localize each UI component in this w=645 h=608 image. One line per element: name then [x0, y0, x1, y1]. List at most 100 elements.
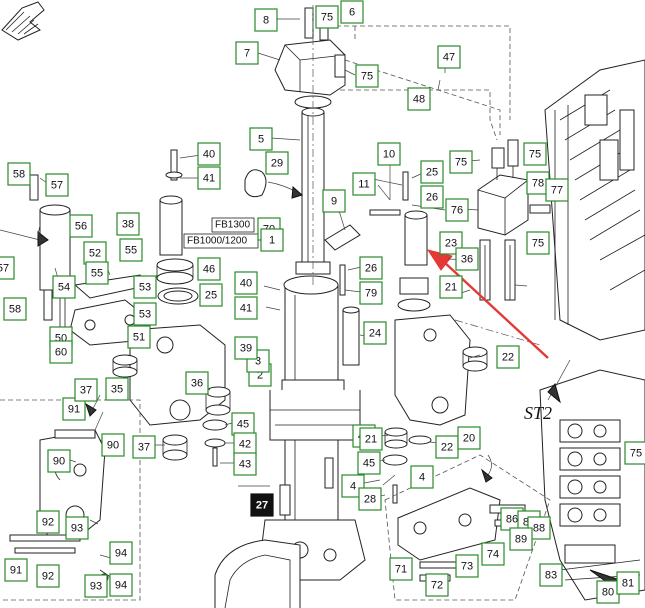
callout-73[interactable]: 73 — [455, 554, 479, 578]
callout-75[interactable]: 75 — [624, 441, 645, 465]
callout-91[interactable]: 91 — [62, 397, 86, 421]
callout-79[interactable]: 79 — [359, 281, 383, 305]
callout-75[interactable]: 75 — [526, 231, 550, 255]
callout-box — [359, 281, 383, 305]
callout-4[interactable]: 4 — [410, 465, 434, 489]
callout-76[interactable]: 76 — [445, 198, 469, 222]
callout-46[interactable]: 46 — [197, 257, 221, 281]
hydraulic-valve-block — [477, 139, 551, 301]
callout-box — [260, 228, 284, 252]
callout-48[interactable]: 48 — [407, 87, 431, 111]
callout-21[interactable]: 21 — [359, 427, 383, 451]
callout-51[interactable]: 51 — [127, 325, 151, 349]
callout-72[interactable]: 72 — [425, 573, 449, 597]
callout-90[interactable]: 90 — [101, 433, 125, 457]
callout-90[interactable]: 90 — [47, 449, 71, 473]
callout-1[interactable]: 1 — [260, 228, 284, 252]
callout-8[interactable]: 8 — [254, 8, 278, 32]
callout-number: 4 — [350, 481, 356, 493]
callout-53[interactable]: 53 — [133, 275, 157, 299]
callout-box — [36, 510, 60, 534]
callout-36[interactable]: 36 — [185, 371, 209, 395]
callout-5[interactable]: 5 — [249, 127, 273, 151]
callout-71[interactable]: 71 — [389, 557, 413, 581]
callout-74[interactable]: 74 — [481, 542, 505, 566]
callout-47[interactable]: 47 — [437, 45, 461, 69]
callout-92[interactable]: 92 — [36, 510, 60, 534]
callout-75[interactable]: 75 — [523, 142, 547, 166]
callout-10[interactable]: 10 — [377, 142, 401, 166]
svg-text:FB1300: FB1300 — [215, 220, 250, 231]
callout-57[interactable]: 57 — [45, 173, 69, 197]
callout-box — [185, 371, 209, 395]
callout-45[interactable]: 45 — [231, 412, 255, 436]
callout-57[interactable]: 57 — [0, 256, 15, 280]
callout-number: 40 — [203, 149, 215, 161]
callout-92[interactable]: 92 — [36, 564, 60, 588]
callout-91[interactable]: 91 — [4, 558, 28, 582]
callout-36[interactable]: 36 — [455, 247, 479, 271]
callout-29[interactable]: 29 — [265, 151, 289, 175]
callout-53[interactable]: 53 — [133, 302, 157, 326]
callout-number: 91 — [68, 404, 80, 416]
callout-55[interactable]: 55 — [119, 238, 143, 262]
callout-box — [197, 257, 221, 281]
callout-89[interactable]: 89 — [509, 527, 533, 551]
callout-77[interactable]: 77 — [545, 178, 569, 202]
callout-42[interactable]: 42 — [233, 432, 257, 456]
callout-24[interactable]: 24 — [363, 321, 387, 345]
callout-26[interactable]: 26 — [420, 185, 444, 209]
callout-20[interactable]: 20 — [457, 426, 481, 450]
callout-28[interactable]: 28 — [358, 487, 382, 511]
callout-41[interactable]: 41 — [234, 296, 258, 320]
callout-93[interactable]: 93 — [84, 574, 108, 598]
callout-box — [127, 325, 151, 349]
callout-number: 20 — [463, 433, 475, 445]
navigation-arrow-icon[interactable] — [1, 1, 45, 41]
callout-35[interactable]: 35 — [105, 377, 129, 401]
callout-40[interactable]: 40 — [234, 271, 258, 295]
callout-88[interactable]: 88 — [527, 516, 551, 540]
callout-40[interactable]: 40 — [197, 142, 221, 166]
callout-22[interactable]: 22 — [435, 435, 459, 459]
callout-52[interactable]: 52 — [83, 241, 107, 265]
callout-11[interactable]: 11 — [352, 172, 376, 196]
callout-box — [616, 571, 640, 595]
callout-83[interactable]: 83 — [539, 563, 563, 587]
callout-7[interactable]: 7 — [235, 41, 259, 65]
callout-60[interactable]: 60 — [49, 340, 73, 364]
callout-94[interactable]: 94 — [109, 573, 133, 597]
callout-25[interactable]: 25 — [199, 283, 223, 307]
callout-58[interactable]: 58 — [7, 162, 31, 186]
callout-75[interactable]: 75 — [355, 64, 379, 88]
callout-number: 22 — [441, 442, 453, 454]
callout-81[interactable]: 81 — [616, 571, 640, 595]
callout-21[interactable]: 21 — [439, 275, 463, 299]
callout-22[interactable]: 22 — [496, 345, 520, 369]
callout-56[interactable]: 56 — [69, 214, 93, 238]
callout-93[interactable]: 93 — [65, 516, 89, 540]
callout-41[interactable]: 41 — [197, 166, 221, 190]
base-wheel — [214, 539, 301, 608]
callout-box — [357, 451, 381, 475]
callout-75[interactable]: 75 — [315, 5, 339, 29]
callout-55[interactable]: 55 — [85, 261, 109, 285]
callout-94[interactable]: 94 — [109, 541, 133, 565]
callout-25[interactable]: 25 — [420, 160, 444, 184]
callout-75[interactable]: 75 — [449, 150, 473, 174]
callout-6[interactable]: 6 — [340, 0, 364, 24]
callout-number: 1 — [269, 235, 275, 247]
callout-45[interactable]: 45 — [357, 451, 381, 475]
callout-9[interactable]: 9 — [322, 189, 346, 213]
callout-27[interactable]: 27 — [250, 493, 274, 517]
callout-number: 57 — [51, 180, 63, 192]
callout-37[interactable]: 37 — [132, 435, 156, 459]
callout-38[interactable]: 38 — [116, 212, 140, 236]
callout-26[interactable]: 26 — [359, 256, 383, 280]
callout-43[interactable]: 43 — [233, 452, 257, 476]
callout-37[interactable]: 37 — [74, 378, 98, 402]
callout-54[interactable]: 54 — [52, 275, 76, 299]
callout-58[interactable]: 58 — [3, 297, 27, 321]
callout-39[interactable]: 39 — [234, 336, 258, 360]
callout-80[interactable]: 80 — [596, 580, 620, 604]
